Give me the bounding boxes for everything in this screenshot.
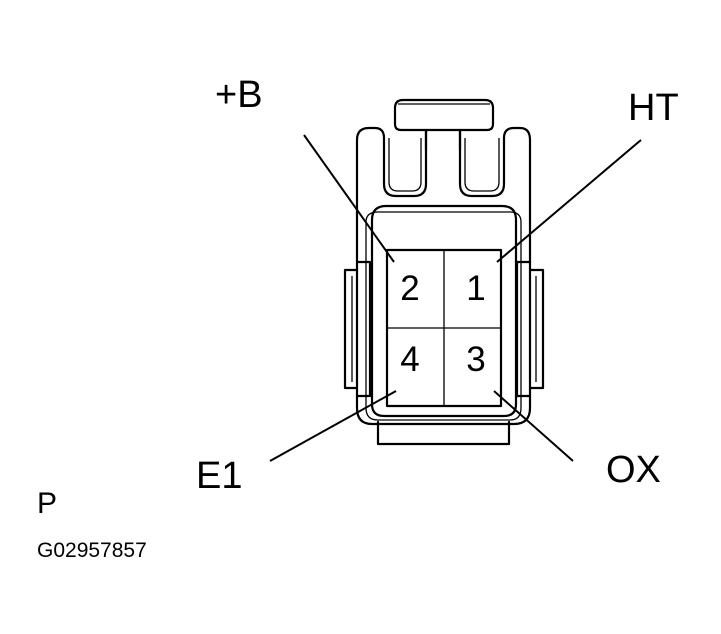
leader-line-ht: [496, 139, 642, 263]
housing-outline: [355, 126, 532, 426]
terminal-2-number: 2: [400, 269, 419, 308]
top-latch: [393, 98, 495, 132]
connector-housing: [343, 98, 545, 446]
terminal-1-number: 1: [466, 269, 485, 308]
label-ox: OX: [606, 449, 661, 491]
leader-line-ox: [493, 390, 574, 462]
leader-line-e1: [269, 390, 397, 462]
left-side-tab: [343, 268, 358, 390]
bottom-flange: [376, 420, 511, 446]
figure-code: G02957857: [37, 539, 147, 562]
terminal-4-number: 4: [400, 340, 419, 379]
inner-cavity: [370, 204, 518, 418]
label-ht: HT: [628, 87, 679, 129]
label-e1: E1: [196, 455, 242, 497]
leader-line-plus-b: [303, 134, 395, 263]
view-letter: P: [37, 487, 57, 520]
right-side-tab: [529, 268, 545, 390]
terminal-3-number: 3: [466, 340, 485, 379]
label-plus-b: +B: [215, 74, 263, 116]
